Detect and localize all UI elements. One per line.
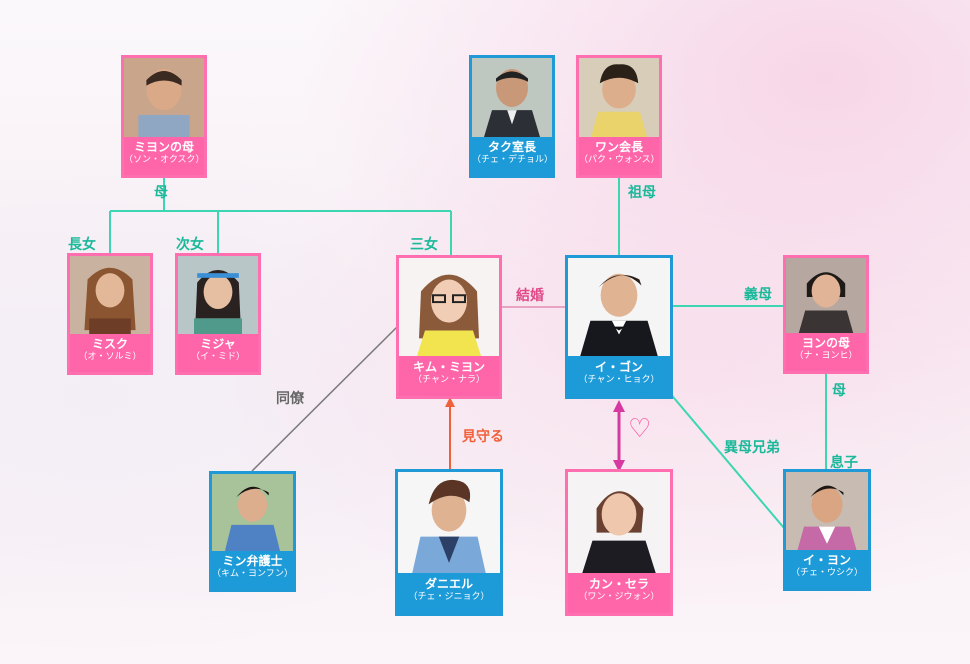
- portrait-photo: [786, 258, 866, 333]
- caption: ヨンの母 （ナ・ヨンヒ）: [786, 333, 866, 371]
- card-mija[interactable]: ミジャ （イ・ミド）: [175, 253, 261, 375]
- caption: イ・ヨン （チェ・ウシク）: [786, 550, 868, 588]
- character-name: イ・ヨン: [802, 553, 851, 567]
- portrait-photo: [472, 58, 552, 137]
- label-eldest: 長女: [68, 237, 96, 253]
- character-name: ダニエル: [424, 577, 473, 591]
- label-mother: 母: [154, 185, 168, 201]
- line-colleague: [251, 325, 399, 472]
- caption: タク室長 （チェ・デチョル）: [472, 137, 554, 175]
- actor-name: （イ・ミド）: [190, 352, 245, 362]
- label-colleague: 同僚: [276, 391, 304, 407]
- character-name: ワン会長: [594, 140, 643, 154]
- label-grandmother: 祖母: [628, 185, 656, 201]
- caption: ワン会長 （パク・ウォンス）: [579, 137, 660, 175]
- card-sera[interactable]: カン・セラ （ワン・ジウォン）: [565, 469, 673, 616]
- caption: ミジャ （イ・ミド）: [178, 334, 258, 372]
- caption: ミスク （オ・ソルミ）: [70, 334, 150, 372]
- actor-name: （チェ・ジニョク）: [408, 592, 490, 602]
- portrait-photo: [579, 58, 659, 137]
- caption: キム・ミヨン （チャン・ナラ）: [399, 356, 499, 396]
- character-name: ミジャ: [200, 337, 236, 351]
- label-mother2: 母: [832, 383, 846, 399]
- label-married: 結婚: [516, 288, 544, 304]
- portrait-photo: [178, 256, 258, 334]
- caption: カン・セラ （ワン・ジウォン）: [568, 573, 670, 613]
- card-miyeon-mother[interactable]: ミヨンの母 （ソン・オクスク）: [121, 55, 207, 178]
- portrait-photo: [124, 58, 204, 137]
- card-yon-mother[interactable]: ヨンの母 （ナ・ヨンヒ）: [783, 255, 869, 374]
- card-wan[interactable]: ワン会長 （パク・ウォンス）: [576, 55, 662, 178]
- card-misuku[interactable]: ミスク （オ・ソルミ）: [67, 253, 153, 375]
- label-son: 息子: [830, 455, 858, 471]
- actor-name: （ナ・ヨンヒ）: [794, 351, 858, 361]
- actor-name: （パク・ウォンス）: [579, 155, 660, 165]
- portrait-photo: [568, 472, 670, 573]
- portrait-photo: [398, 472, 500, 573]
- portrait-photo: [568, 258, 670, 356]
- character-name: カン・セラ: [588, 577, 649, 591]
- portrait-photo: [212, 474, 293, 551]
- portrait-photo: [70, 256, 150, 334]
- character-name: ヨンの母: [801, 336, 850, 350]
- caption: ダニエル （チェ・ジニョク）: [398, 573, 500, 613]
- actor-name: （ソン・オクスク）: [124, 155, 205, 165]
- actor-name: （ワン・ジウォン）: [578, 592, 660, 602]
- actor-name: （チャン・ヒョク）: [578, 375, 660, 385]
- card-daniel[interactable]: ダニエル （チェ・ジニョク）: [395, 469, 503, 616]
- label-watch: 見守る: [462, 429, 504, 445]
- card-miyeon[interactable]: キム・ミヨン （チャン・ナラ）: [396, 255, 502, 399]
- label-stepmother: 義母: [744, 287, 772, 303]
- character-name: キム・ミヨン: [412, 360, 485, 374]
- character-name: イ・ゴン: [594, 360, 643, 374]
- portrait-photo: [399, 258, 499, 356]
- card-gon[interactable]: イ・ゴン （チャン・ヒョク）: [565, 255, 673, 399]
- card-taku[interactable]: タク室長 （チェ・デチョル）: [469, 55, 555, 178]
- card-min[interactable]: ミン弁護士 （キム・ヨンフン）: [209, 471, 296, 592]
- actor-name: （チェ・デチョル）: [472, 155, 554, 165]
- caption: ミヨンの母 （ソン・オクスク）: [124, 137, 205, 175]
- character-name: ミスク: [91, 337, 128, 351]
- label-third: 三女: [410, 237, 438, 253]
- heart-icon: ♡: [628, 414, 652, 444]
- actor-name: （オ・ソルミ）: [78, 352, 142, 362]
- character-name: ミヨンの母: [133, 140, 194, 154]
- label-second: 次女: [176, 237, 204, 253]
- card-yon[interactable]: イ・ヨン （チェ・ウシク）: [783, 469, 871, 591]
- line-half-brother: [651, 371, 785, 529]
- caption: イ・ゴン （チャン・ヒョク）: [568, 356, 670, 396]
- character-name: タク室長: [487, 140, 536, 154]
- portrait-photo: [786, 472, 868, 550]
- character-name: ミン弁護士: [222, 554, 283, 568]
- actor-name: （チャン・ナラ）: [413, 375, 485, 385]
- actor-name: （キム・ヨンフン）: [212, 569, 293, 579]
- label-half-brother: 異母兄弟: [724, 440, 780, 456]
- caption: ミン弁護士 （キム・ヨンフン）: [212, 551, 293, 589]
- actor-name: （チェ・ウシク）: [790, 568, 863, 578]
